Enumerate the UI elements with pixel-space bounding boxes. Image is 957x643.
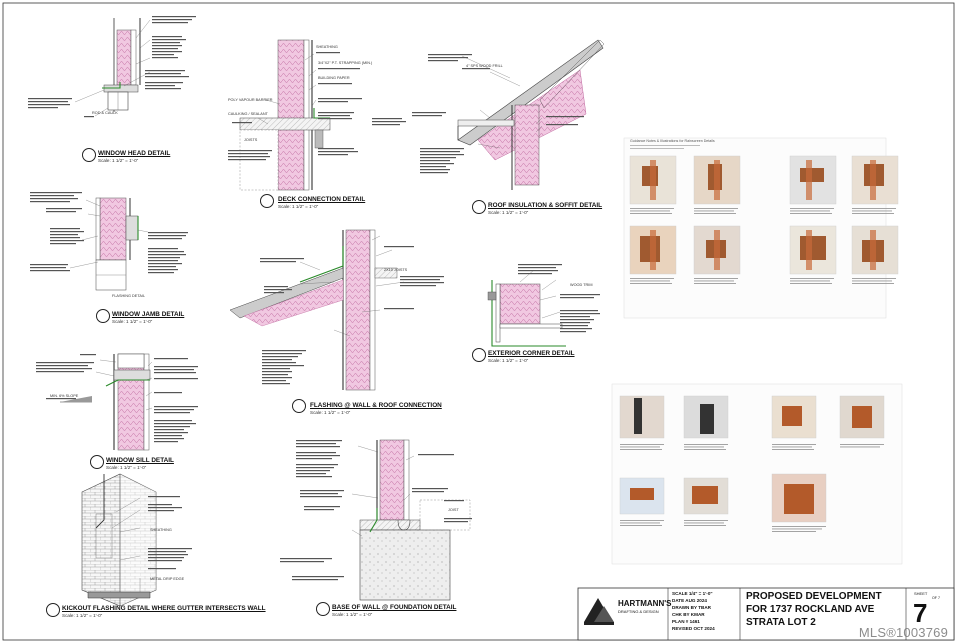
kickout-drawing [81, 473, 192, 607]
callout-poly-barrier: POLY VAPOUR BARRIER [228, 98, 273, 102]
detail-title-corner: EXTERIOR CORNER DETAIL [488, 350, 575, 357]
detail-marker-sill [90, 455, 104, 469]
callout-wood-frill: 4" SPS WOOD FRILL [466, 64, 503, 68]
callout-flashing-detail: FLASHING DETAIL [112, 294, 146, 298]
project-title-line3: STRATA LOT 2 [746, 617, 816, 628]
callout-joists: JOISTS [244, 138, 258, 142]
callout-sheathing: SHEATHING [316, 45, 338, 49]
detail-scale-sill: Scale: 1 1/2" = 1'-0" [106, 465, 147, 470]
detail-title-kickout: KICKOUT FLASHING DETAIL WHERE GUTTER INT… [62, 605, 266, 612]
callout-rod-caulk: ROD & CAULK [92, 111, 118, 115]
detail-title-window-head: WINDOW HEAD DETAIL [98, 150, 171, 157]
reference-panel-bottom [611, 383, 903, 565]
callout-joist: JOIST [448, 508, 459, 512]
callout-strapping: 3/4"X2" P.T. STRAPPING (MIN.) [318, 61, 373, 65]
detail-title-jamb: WINDOW JAMB DETAIL [112, 311, 185, 318]
detail-marker-roof [472, 200, 486, 214]
company-name: HARTMANN'S [618, 599, 672, 608]
detail-scale-flashing: Scale: 1 1/2" = 1'-0" [310, 410, 351, 415]
callout-metal-drip: METAL DRIP EDGE [150, 577, 185, 581]
flashing-wall-roof-drawing [229, 229, 444, 391]
detail-title-base: BASE OF WALL @ FOUNDATION DETAIL [332, 604, 457, 611]
detail-scale-deck: Scale: 1 1/2" = 1'-0" [278, 204, 319, 209]
detail-scale-window-head: Scale: 1 1/2" = 1'-0" [98, 158, 139, 163]
window-sill-drawing [36, 353, 198, 451]
exterior-corner-drawing [487, 264, 600, 347]
tb-scale: SCALE 1/4" = 1'-0" [672, 591, 713, 596]
tb-date: DATE AUG 2024 [672, 598, 707, 603]
detail-marker-kickout [46, 603, 60, 617]
tb-drawn: DRAWN BY TBAR [672, 605, 711, 610]
sheet-label: SHEET [914, 591, 928, 596]
base-of-wall-drawing [280, 439, 472, 601]
tb-plan: PLAN # 1461 [672, 619, 700, 624]
callout-wood-trim: WOOD TRIM [570, 283, 593, 287]
detail-title-deck: DECK CONNECTION DETAIL [278, 196, 366, 203]
reference-panel-top [623, 137, 899, 319]
detail-title-roof: ROOF INSULATION & SOFFIT DETAIL [488, 202, 603, 209]
window-head-drawing [28, 16, 196, 118]
detail-marker-window-head [82, 148, 96, 162]
detail-title-flashing: FLASHING @ WALL & ROOF CONNECTION [310, 402, 442, 409]
mls-watermark: MLS®1003769 [858, 625, 948, 640]
detail-marker-deck [260, 194, 274, 208]
callout-min-slope: MIN. 6% SLOPE [50, 394, 79, 398]
callout-caulking: CAULKING / SEALANT [228, 112, 268, 116]
company-subtitle: DRAFTING & DESIGN [618, 609, 659, 614]
detail-scale-roof: Scale: 1 1/2" = 1'-0" [488, 210, 529, 215]
detail-marker-jamb [96, 309, 110, 323]
callout-building-paper: BUILDING PAPER [318, 76, 350, 80]
title-block-frame [577, 587, 955, 641]
project-title-line1: PROPOSED DEVELOPMENT [746, 591, 882, 602]
sheet-of: OF 7 [932, 596, 940, 600]
detail-marker-corner [472, 348, 486, 362]
reference-panel-title: Guidance Notes & Illustrations for Rains… [630, 139, 715, 143]
window-jamb-drawing [30, 192, 188, 291]
detail-marker-flashing [292, 399, 306, 413]
sheet-number: 7 [913, 598, 928, 628]
tb-revised: REVISED OCT 2024 [672, 626, 715, 631]
detail-scale-corner: Scale: 1 1/2" = 1'-0" [488, 358, 529, 363]
deck-connection-drawing [228, 39, 406, 191]
detail-scale-base: Scale: 1 1/2" = 1'-0" [332, 612, 373, 617]
detail-scale-kickout: Scale: 1 1/2" = 1'-0" [62, 613, 103, 618]
callout-2x10-joists: 2X10 JOISTS [384, 268, 408, 272]
detail-scale-jamb: Scale: 1 1/2" = 1'-0" [112, 319, 153, 324]
detail-title-sill: WINDOW SILL DETAIL [106, 457, 174, 464]
project-title-line2: FOR 1737 ROCKLAND AVE [746, 604, 875, 615]
roof-insulation-drawing [412, 39, 605, 190]
tb-checked: CHK BY KMAR [672, 612, 705, 617]
callout-kickout-sheathing: SHEATHING [150, 528, 172, 532]
detail-marker-base [316, 602, 330, 616]
